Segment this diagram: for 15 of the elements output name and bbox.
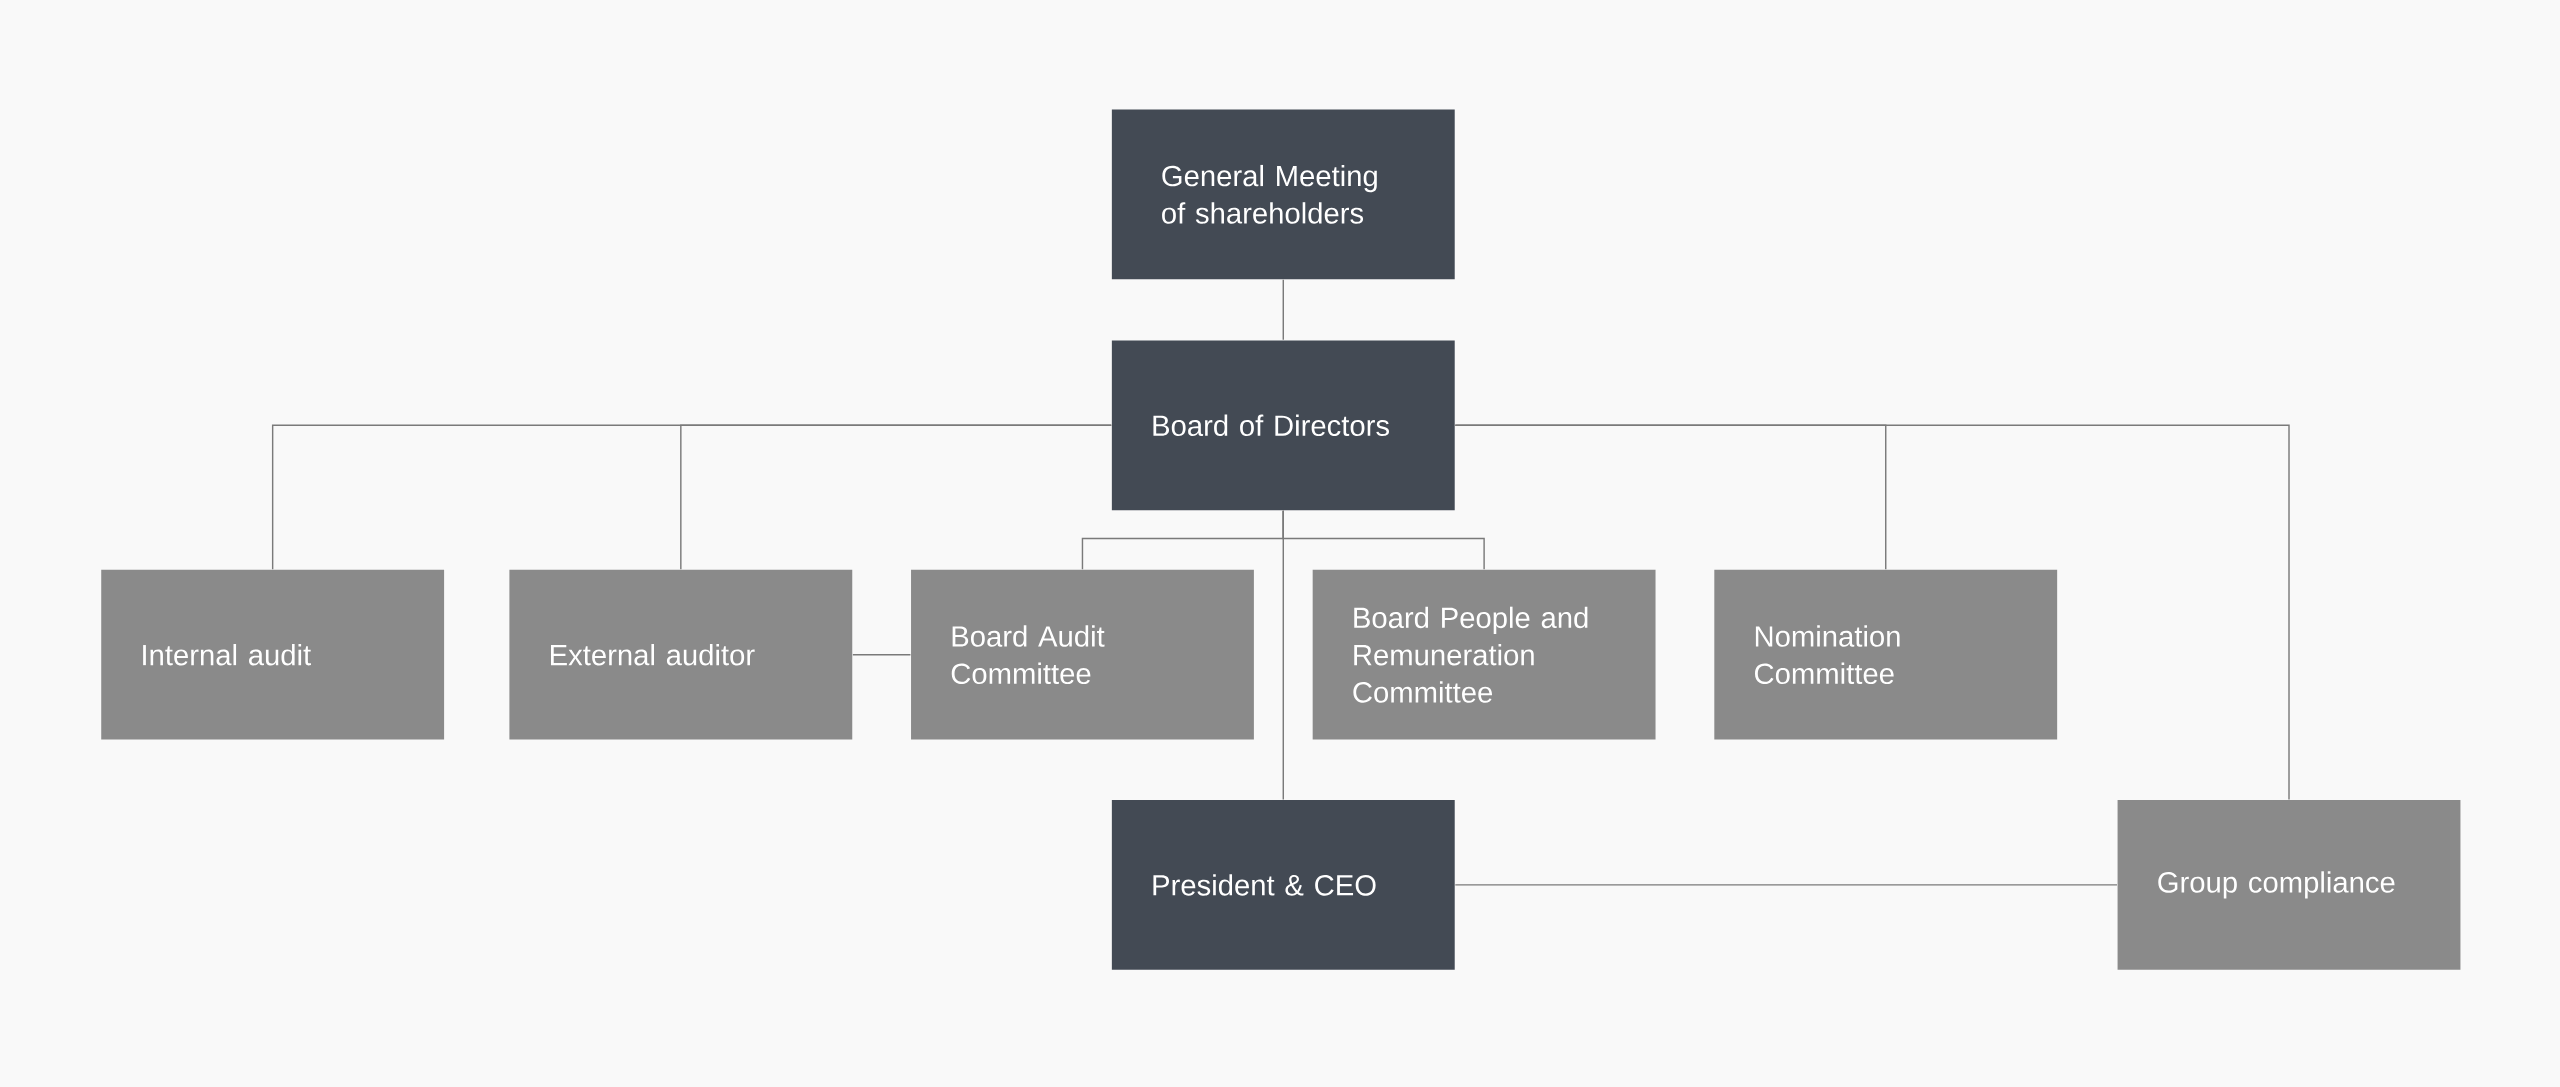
org-box: Group compliance: [2117, 799, 2461, 970]
connector-line: [680, 424, 1112, 570]
org-box: Board of Directors: [1111, 340, 1455, 511]
org-box: Nomination Committee: [1714, 569, 2058, 740]
connector-line: [1454, 884, 2118, 886]
connector-line: [1282, 509, 1284, 800]
org-box: Board Audit Committee: [911, 569, 1254, 740]
org-box: Board People and Remuneration Committee: [1312, 569, 1656, 740]
org-box: Internal audit: [101, 569, 445, 740]
connector-line: [852, 653, 912, 656]
org-box: President & CEO: [1111, 799, 1455, 970]
connector-line: [1282, 278, 1284, 341]
org-box: General Meeting of shareholders: [1111, 109, 1455, 279]
connector-line: [1454, 424, 2290, 800]
org-box: External auditor: [509, 569, 853, 740]
